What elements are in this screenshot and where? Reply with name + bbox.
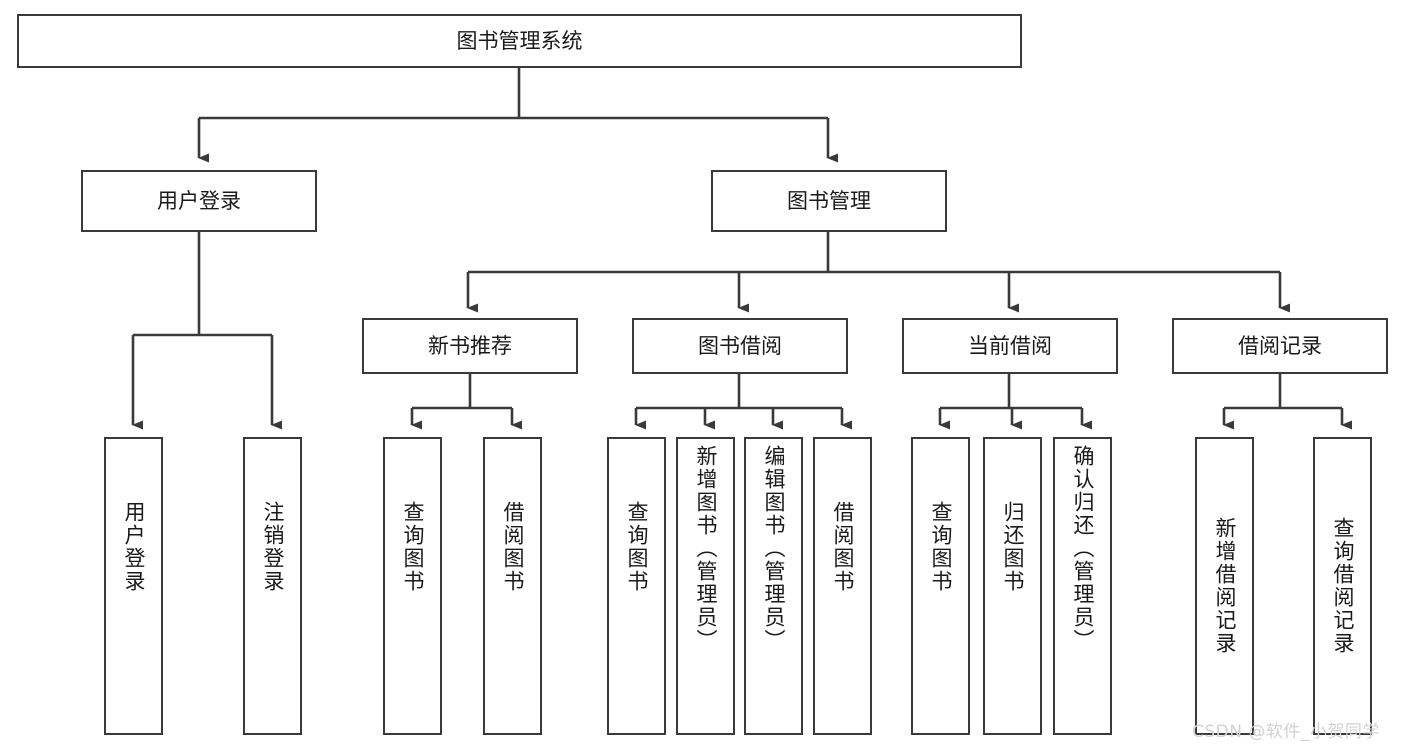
node-label: 查询借阅记录 — [1331, 517, 1355, 655]
leaf-confirm-return-admin[interactable]: 确认归还（管理员） — [1053, 437, 1112, 735]
node-label: 确认归还（管理员） — [1071, 445, 1095, 652]
node-label: 借阅图书 — [831, 501, 855, 593]
node-label: 查询图书 — [929, 501, 953, 593]
node-label: 新增图书（管理员） — [694, 445, 718, 652]
leaf-edit-book-admin[interactable]: 编辑图书（管理员） — [744, 437, 803, 735]
node-label: 归还图书 — [1001, 501, 1025, 593]
leaf-borrow-book-recommend[interactable]: 借阅图书 — [483, 437, 542, 735]
leaf-query-book-borrow[interactable]: 查询图书 — [607, 437, 666, 735]
node-label: 用户登录 — [157, 188, 241, 213]
leaf-query-book-current[interactable]: 查询图书 — [911, 437, 970, 735]
csdn-watermark: CSDN @软件_小贺同学 — [1192, 722, 1380, 742]
node-new-book-recommend[interactable]: 新书推荐 — [362, 318, 578, 374]
leaf-query-book-recommend[interactable]: 查询图书 — [383, 437, 442, 735]
node-book-borrow[interactable]: 图书借阅 — [632, 318, 848, 374]
node-label: 图书借阅 — [698, 333, 782, 358]
leaf-add-book-admin[interactable]: 新增图书（管理员） — [676, 437, 735, 735]
node-label: 用户登录 — [122, 501, 146, 593]
node-current-borrow[interactable]: 当前借阅 — [902, 318, 1118, 374]
leaf-query-borrow-record[interactable]: 查询借阅记录 — [1313, 437, 1372, 735]
leaf-return-book[interactable]: 归还图书 — [983, 437, 1042, 735]
node-label: 新书推荐 — [428, 333, 512, 358]
node-label: 编辑图书（管理员） — [762, 445, 786, 652]
leaf-add-borrow-record[interactable]: 新增借阅记录 — [1195, 437, 1254, 735]
node-book-manage[interactable]: 图书管理 — [711, 170, 947, 232]
node-label: 借阅记录 — [1238, 333, 1322, 358]
leaf-user-login[interactable]: 用户登录 — [104, 437, 163, 735]
node-label: 图书管理 — [787, 188, 871, 213]
node-label: 图书管理系统 — [456, 28, 583, 53]
node-root-system[interactable]: 图书管理系统 — [17, 14, 1022, 68]
node-borrow-record[interactable]: 借阅记录 — [1172, 318, 1388, 374]
node-label: 查询图书 — [625, 501, 649, 593]
leaf-user-logout[interactable]: 注销登录 — [243, 437, 302, 735]
node-label: 查询图书 — [401, 501, 425, 593]
node-user-login[interactable]: 用户登录 — [81, 170, 317, 232]
node-label: 当前借阅 — [968, 333, 1052, 358]
node-label: 借阅图书 — [501, 501, 525, 593]
node-label: 新增借阅记录 — [1213, 517, 1237, 655]
node-label: 注销登录 — [261, 501, 285, 593]
leaf-borrow-book[interactable]: 借阅图书 — [813, 437, 872, 735]
